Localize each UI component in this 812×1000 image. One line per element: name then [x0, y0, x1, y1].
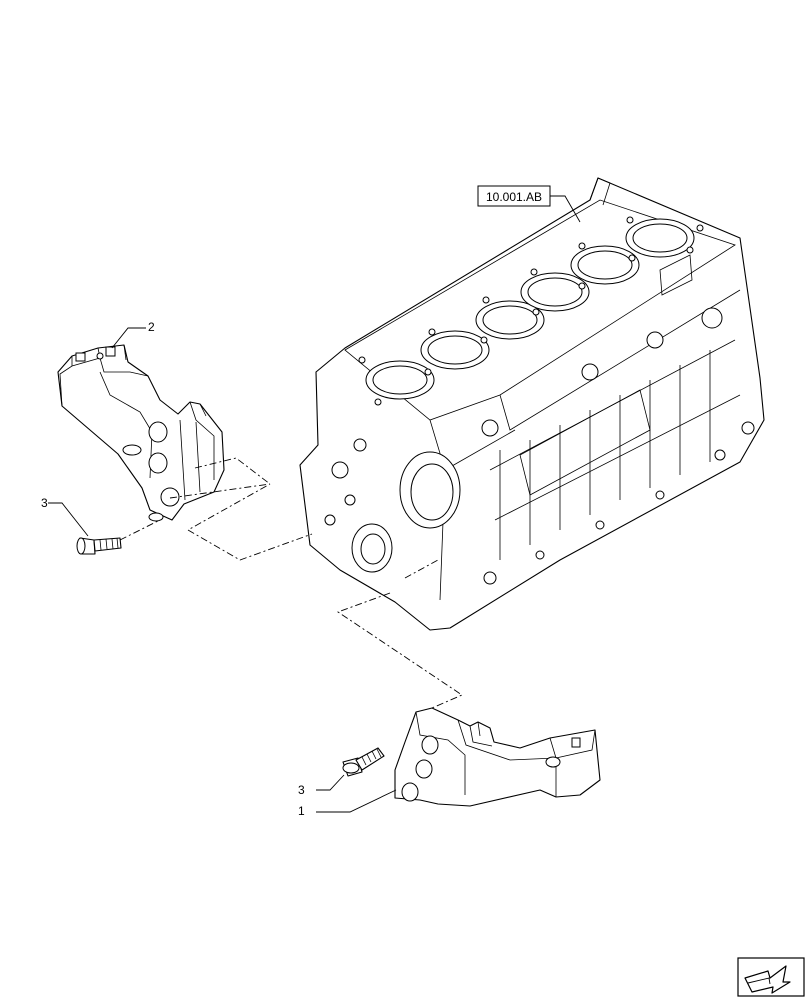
- bolt-part-3-upper: 3: [41, 496, 122, 555]
- bolt-part-3-lower: 3: [298, 747, 385, 797]
- front-bracket-part-2: 2: [57, 320, 225, 522]
- page-forward-arrow-icon[interactable]: [737, 957, 805, 997]
- callout-3-top: 3: [41, 496, 48, 510]
- engine-block: [299, 177, 765, 631]
- reference-tag[interactable]: 10.001.AB: [477, 185, 581, 223]
- callout-2: 2: [148, 320, 155, 334]
- reference-label: 10.001.AB: [486, 190, 542, 204]
- callout-3-bottom: 3: [298, 783, 305, 797]
- rear-bracket-part-1: 1: [298, 707, 601, 818]
- callout-1: 1: [298, 804, 305, 818]
- assembly-centerlines: [119, 457, 463, 709]
